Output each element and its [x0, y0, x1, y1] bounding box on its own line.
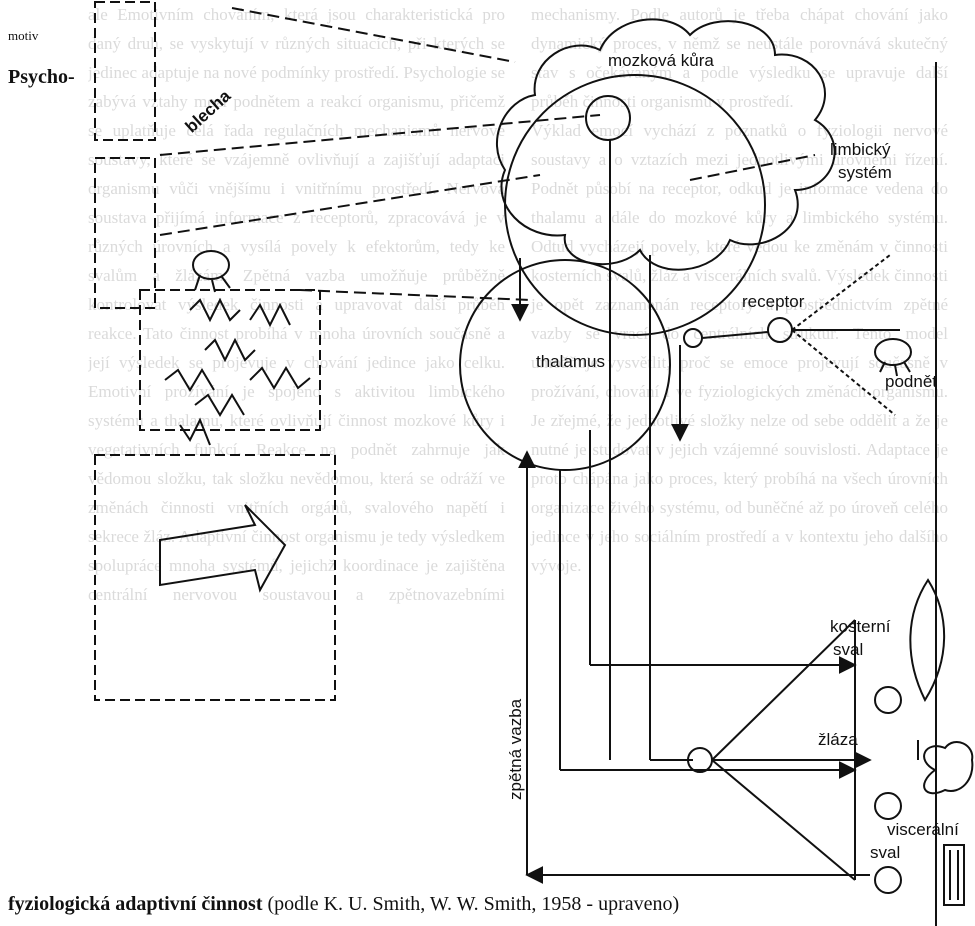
dashed-link-limbic-label	[689, 154, 816, 181]
label-gland: žláza	[818, 730, 858, 749]
label-skeletal-2: sval	[833, 640, 863, 659]
receptor-node	[767, 317, 793, 343]
thalamus-circle	[459, 259, 671, 471]
caption-title: fyziologická adaptivní činnost	[8, 893, 263, 915]
label-cortex: mozková kůra	[608, 51, 714, 70]
box-top	[94, 1, 156, 141]
label-feedback: zpětná vazba	[506, 698, 525, 800]
visceral-muscle-icon	[943, 844, 965, 906]
box-action	[94, 454, 336, 701]
gland-node	[874, 792, 902, 820]
flea-icon-stimulus	[874, 338, 912, 366]
side-label-motiv: motiv	[8, 28, 39, 43]
visceral-node	[874, 866, 902, 894]
big-arrow-shape	[159, 504, 287, 593]
dashed-link-cortex	[231, 7, 516, 63]
gland-icon	[923, 741, 974, 795]
dashed-link-thalamus	[299, 289, 531, 301]
inner-circle-top	[585, 95, 631, 141]
label-skeletal-1: kosterní	[830, 617, 891, 636]
caption-source: (podle K. U. Smith, W. W. Smith, 1958 - …	[262, 893, 680, 915]
label-blecha: blecha	[182, 86, 235, 137]
dashed-link-limbic	[159, 174, 541, 236]
side-label-psycho: Psycho-	[8, 66, 75, 88]
limbic-circle	[504, 74, 766, 336]
figure-caption: fyziologická adaptivní činnost (podle K.…	[8, 893, 679, 916]
dashed-link-center	[159, 114, 601, 156]
label-receptor: receptor	[742, 292, 805, 311]
label-thalamus: thalamus	[536, 352, 605, 371]
flea-icon-left	[192, 250, 230, 280]
box-stress	[139, 289, 321, 431]
receptor-relay-node	[683, 328, 703, 348]
label-limbic-1: limbický	[830, 140, 891, 159]
background-text: ale Emotivním chováním, která jsou chara…	[88, 5, 948, 604]
skeletal-node	[874, 686, 902, 714]
label-visceral-2: sval	[870, 843, 900, 862]
cortex-cloud	[495, 18, 836, 271]
box-emotion	[94, 157, 156, 309]
label-limbic-2: systém	[838, 163, 892, 182]
label-visceral-1: viscerální	[887, 820, 959, 839]
skeletal-muscle-icon	[909, 578, 946, 703]
label-stimulus: podnět	[885, 372, 937, 391]
